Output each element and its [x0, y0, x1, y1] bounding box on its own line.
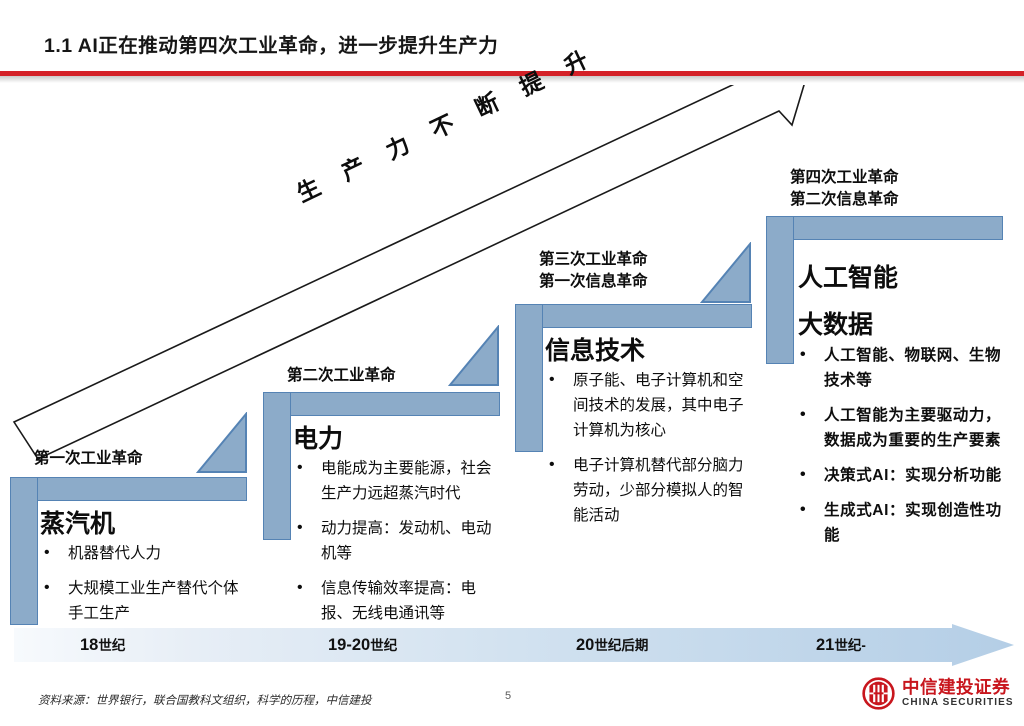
list-item: 人工智能为主要驱动力，数据成为重要的生产要素	[798, 402, 1013, 453]
timeline-label-3: 20世纪后期	[576, 634, 648, 655]
page-number: 5	[505, 690, 512, 702]
list-item: 电能成为主要能源，社会生产力远超蒸汽时代	[295, 455, 500, 506]
timeline-label-1-era: 世纪	[98, 638, 126, 653]
timeline-label-3-num: 20	[576, 636, 595, 654]
timeline-label-1-num: 18	[80, 636, 99, 654]
step-connector-triangle-3	[700, 242, 751, 303]
stage-bullets-4: 人工智能、物联网、生物技术等 人工智能为主要驱动力，数据成为重要的生产要素 决策…	[798, 342, 1013, 558]
stage-heading-2-0: 电力	[293, 425, 344, 453]
stage-frame-top-1	[10, 477, 247, 501]
stage-label-4-line1: 第四次工业革命	[790, 169, 899, 186]
list-item: 原子能、电子计算机和空间技术的发展，其中电子计算机为核心	[547, 367, 752, 443]
stage-label-1: 第一次工业革命	[34, 450, 143, 467]
stage-frame-left-3	[515, 304, 543, 452]
stage-bullets-2: 电能成为主要能源，社会生产力远超蒸汽时代 动力提高：发动机、电动机等 信息传输效…	[295, 455, 500, 636]
china-securities-emblem-icon	[862, 677, 895, 710]
stage-heading-3-0: 信息技术	[545, 337, 646, 365]
company-logo: 中信建投证券 CHINA SECURITIES	[862, 677, 1014, 710]
stage-bullets-1: 机器替代人力 大规模工业生产替代个体手工生产	[42, 540, 242, 636]
timeline-label-2-num: 19-20	[328, 636, 371, 654]
list-item: 大规模工业生产替代个体手工生产	[42, 575, 242, 626]
stage-label-2: 第二次工业革命	[287, 367, 396, 384]
page-title: 1.1 AI正在推动第四次工业革命，进一步提升生产力	[44, 35, 499, 57]
stage-frame-left-2	[263, 392, 291, 540]
list-item: 生成式AI：实现创造性功能	[798, 497, 1013, 548]
timeline-arrow-bar	[14, 624, 1014, 666]
stage-heading-4-0: 人工智能	[798, 264, 899, 292]
stage-frame-left-4	[766, 216, 794, 364]
timeline-label-4: 21世纪-	[816, 634, 866, 655]
stage-label-3: 第三次工业革命 第一次信息革命	[539, 249, 648, 293]
list-item: 人工智能、物联网、生物技术等	[798, 342, 1013, 393]
step-connector-triangle-2	[448, 325, 499, 386]
logo-name-cn: 中信建投证券	[902, 676, 1010, 697]
stage-heading-1-0: 蒸汽机	[40, 510, 116, 538]
source-note: 资料来源：世界银行，联合国教科文组织，科学的历程，中信建投	[38, 695, 372, 707]
timeline-label-4-num: 21	[816, 636, 835, 654]
list-item: 决策式AI：实现分析功能	[798, 462, 1013, 488]
stage-frame-top-3	[515, 304, 752, 328]
logo-text-group: 中信建投证券 CHINA SECURITIES	[902, 676, 1014, 709]
stage-bullets-3: 原子能、电子计算机和空间技术的发展，其中电子计算机为核心 电子计算机替代部分脑力…	[547, 367, 752, 538]
title-divider-shadow	[0, 76, 1024, 83]
stage-frame-top-4	[766, 216, 1003, 240]
list-item: 信息传输效率提高：电报、无线电通讯等	[295, 575, 500, 626]
timeline-label-3-era: 世纪后期	[594, 638, 649, 653]
timeline-label-2: 19-20世纪	[328, 634, 397, 655]
stage-label-4-line2: 第二次信息革命	[790, 191, 899, 208]
timeline-label-4-era: 世纪-	[834, 638, 866, 653]
stage-frame-left-1	[10, 477, 38, 625]
stage-frame-top-2	[263, 392, 500, 416]
timeline-label-2-era: 世纪	[370, 638, 398, 653]
list-item: 机器替代人力	[42, 540, 242, 566]
stage-label-4: 第四次工业革命 第二次信息革命	[790, 167, 899, 211]
timeline-label-1: 18世纪	[80, 634, 125, 655]
list-item: 动力提高：发动机、电动机等	[295, 515, 500, 566]
title-divider-rule	[0, 71, 1024, 76]
list-item: 电子计算机替代部分脑力劳动，少部分模拟人的智能活动	[547, 452, 752, 528]
stage-label-3-line2: 第一次信息革命	[539, 273, 648, 290]
logo-name-en: CHINA SECURITIES	[902, 697, 1014, 709]
step-connector-triangle-1	[196, 412, 247, 473]
stage-label-3-line1: 第三次工业革命	[539, 251, 648, 268]
stage-heading-4-1: 大数据	[798, 311, 874, 339]
